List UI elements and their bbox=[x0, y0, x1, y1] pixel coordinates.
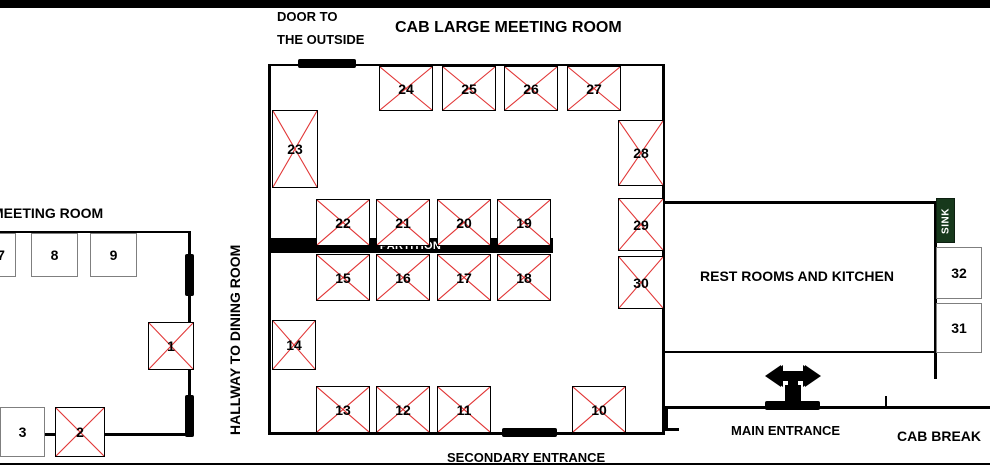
main-entrance-label: MAIN ENTRANCE bbox=[731, 423, 841, 438]
table-13[interactable]: 13 bbox=[316, 386, 370, 433]
table-9[interactable]: 9 bbox=[90, 233, 137, 277]
table-11[interactable]: 11 bbox=[437, 386, 491, 433]
hallway-to-dining-room-label: HALLWAY TO DINING ROOM bbox=[227, 244, 243, 435]
left-meeting-room-label: MEETING ROOM bbox=[0, 205, 104, 221]
table-23-number: 23 bbox=[287, 141, 303, 157]
table-31-number: 31 bbox=[951, 320, 967, 336]
building-front-wall bbox=[665, 406, 990, 409]
door-to-outside[interactable] bbox=[298, 59, 356, 68]
table-15-number: 15 bbox=[335, 269, 351, 286]
table-24[interactable]: 24 bbox=[379, 66, 433, 111]
sink-marker: SINK bbox=[936, 198, 955, 243]
main-room-top-wall bbox=[268, 64, 665, 66]
left-room-top-wall bbox=[0, 231, 190, 233]
table-7-number: 7 bbox=[0, 247, 5, 263]
door-to-outside-label-line2: THE OUTSIDE bbox=[277, 32, 365, 47]
table-29[interactable]: 29 bbox=[618, 198, 664, 251]
table-21-number: 21 bbox=[395, 214, 411, 231]
table-22-number: 22 bbox=[335, 214, 351, 231]
table-16[interactable]: 16 bbox=[376, 254, 430, 301]
door-to-outside-label-line1: DOOR TO bbox=[277, 9, 338, 24]
table-2-number: 2 bbox=[76, 424, 84, 440]
main-entrance-arrow-icon bbox=[765, 365, 821, 401]
table-3[interactable]: 3 bbox=[0, 407, 45, 457]
building-front-wall-left-return bbox=[665, 406, 668, 430]
table-8-number: 8 bbox=[50, 247, 59, 263]
table-17-number: 17 bbox=[456, 269, 472, 286]
table-18-number: 18 bbox=[516, 269, 532, 286]
table-28-number: 28 bbox=[633, 145, 649, 161]
table-19[interactable]: 19 bbox=[497, 199, 551, 246]
building-front-wall-left-foot bbox=[665, 428, 679, 431]
table-26-number: 26 bbox=[523, 80, 539, 97]
table-29-number: 29 bbox=[633, 216, 649, 233]
table-30-number: 30 bbox=[633, 274, 649, 291]
table-1-number: 1 bbox=[167, 338, 175, 354]
table-12[interactable]: 12 bbox=[376, 386, 430, 433]
table-25[interactable]: 25 bbox=[442, 66, 496, 111]
table-27[interactable]: 27 bbox=[567, 66, 621, 111]
table-25-number: 25 bbox=[461, 80, 477, 97]
table-2[interactable]: 2 bbox=[55, 407, 105, 457]
table-1[interactable]: 1 bbox=[148, 322, 194, 370]
table-7[interactable]: 7 bbox=[0, 233, 16, 277]
table-14-number: 14 bbox=[286, 337, 302, 353]
table-18[interactable]: 18 bbox=[497, 254, 551, 301]
table-31[interactable]: 31 bbox=[936, 303, 982, 353]
secondary-entrance-door[interactable] bbox=[502, 428, 557, 437]
table-10[interactable]: 10 bbox=[572, 386, 626, 433]
table-26[interactable]: 26 bbox=[504, 66, 558, 111]
main-entrance-door[interactable] bbox=[765, 401, 820, 410]
left-room-door-lower[interactable] bbox=[185, 395, 194, 437]
table-14[interactable]: 14 bbox=[272, 320, 316, 370]
table-8[interactable]: 8 bbox=[31, 233, 78, 277]
table-9-number: 9 bbox=[109, 247, 118, 263]
table-17[interactable]: 17 bbox=[437, 254, 491, 301]
table-20[interactable]: 20 bbox=[437, 199, 491, 246]
restroom-top-wall bbox=[662, 201, 937, 204]
secondary-entrance-label: SECONDARY ENTRANCE bbox=[447, 450, 606, 465]
table-10-number: 10 bbox=[591, 401, 607, 418]
restroom-right-wall bbox=[934, 201, 937, 379]
left-room-door-upper[interactable] bbox=[185, 254, 194, 296]
table-21[interactable]: 21 bbox=[376, 199, 430, 246]
sink-label: SINK bbox=[940, 207, 951, 234]
table-11-number: 11 bbox=[456, 401, 472, 418]
cab-break-divider bbox=[885, 396, 887, 409]
top-black-bar bbox=[0, 0, 990, 8]
rest-rooms-and-kitchen-label: REST ROOMS AND KITCHEN bbox=[700, 268, 894, 284]
table-32[interactable]: 32 bbox=[936, 247, 982, 299]
table-15[interactable]: 15 bbox=[316, 254, 370, 301]
table-22[interactable]: 22 bbox=[316, 199, 370, 246]
bottom-rule bbox=[0, 463, 990, 465]
table-19-number: 19 bbox=[516, 214, 532, 231]
restroom-bottom-wall bbox=[662, 351, 937, 353]
main-room-bottom-wall bbox=[268, 432, 665, 435]
table-32-number: 32 bbox=[951, 265, 967, 281]
table-12-number: 12 bbox=[395, 401, 411, 418]
table-13-number: 13 bbox=[335, 401, 351, 418]
table-28[interactable]: 28 bbox=[618, 120, 664, 186]
table-3-number: 3 bbox=[18, 424, 27, 440]
table-20-number: 20 bbox=[456, 214, 472, 231]
page-title: CAB LARGE MEETING ROOM bbox=[395, 19, 622, 36]
table-30[interactable]: 30 bbox=[618, 256, 664, 309]
cab-break-label: CAB BREAK bbox=[897, 428, 981, 444]
table-16-number: 16 bbox=[395, 269, 411, 286]
table-24-number: 24 bbox=[398, 80, 414, 97]
table-23[interactable]: 23 bbox=[272, 110, 318, 188]
table-27-number: 27 bbox=[586, 80, 602, 97]
